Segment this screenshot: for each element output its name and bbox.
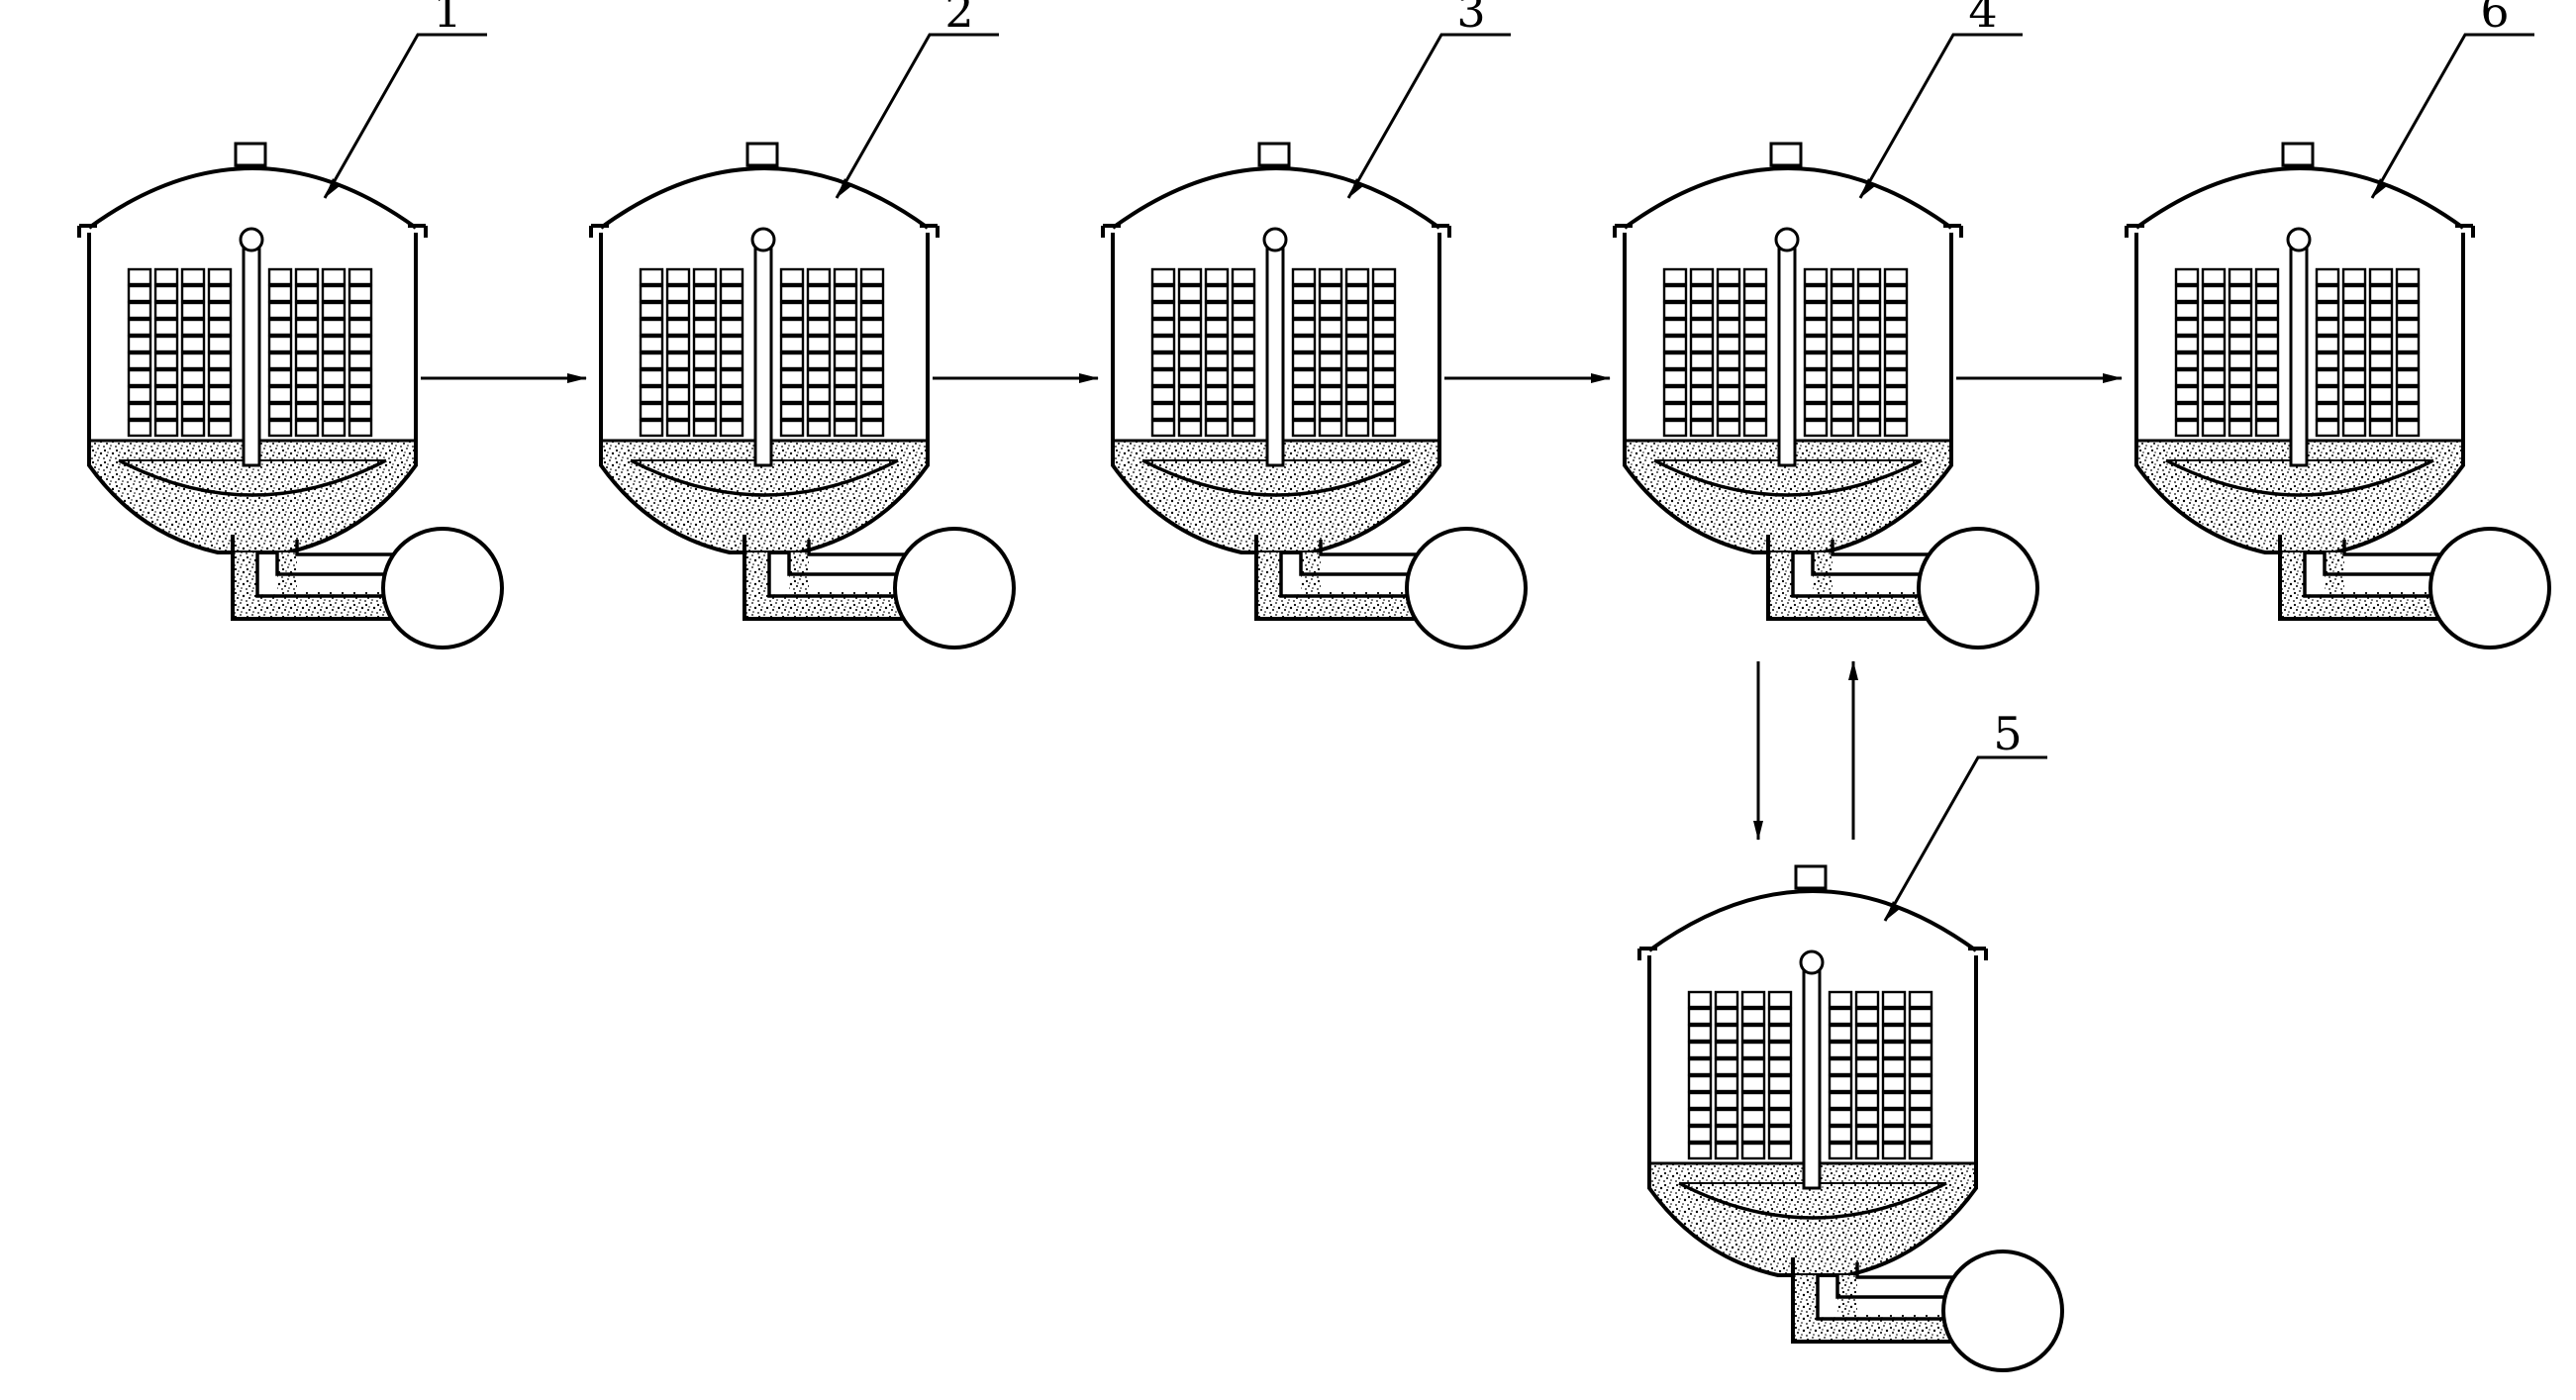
- top-nozzle: [234, 142, 267, 167]
- leader-line: [1346, 33, 1511, 199]
- vessel-lid: [2134, 166, 2465, 230]
- top-nozzle: [1794, 864, 1828, 890]
- outlet-pipe: [1766, 535, 1933, 621]
- outlet-pipe: [231, 535, 398, 621]
- rack-columns: [1687, 990, 1933, 1160]
- pump: [1941, 1250, 2064, 1372]
- central-pipe: [1777, 246, 1797, 467]
- vessel-lid: [1111, 166, 1441, 230]
- rack-columns: [127, 267, 373, 438]
- top-nozzle: [1257, 142, 1291, 167]
- inner-dish: [1678, 1181, 1947, 1220]
- top-nozzle: [2281, 142, 2315, 167]
- rack-columns: [2174, 267, 2421, 438]
- pipe-ball: [2286, 227, 2312, 252]
- rack-columns: [1662, 267, 1909, 438]
- pump: [1405, 527, 1528, 650]
- leader-line: [1858, 33, 2023, 199]
- vessel-lid: [599, 166, 930, 230]
- pipe-ball: [750, 227, 776, 252]
- leader-line: [835, 33, 999, 199]
- top-nozzle: [1769, 142, 1803, 167]
- pump: [1917, 527, 2039, 650]
- pipe-ball: [1799, 950, 1825, 975]
- vessel-label: 2: [944, 0, 973, 38]
- vessel-5: 5: [1637, 707, 2064, 1372]
- vessel-label: 1: [433, 0, 461, 38]
- vessel-3: 3: [1101, 0, 1528, 650]
- vessels: 1 2 3 4 6 5: [77, 0, 2551, 1372]
- pump: [381, 527, 504, 650]
- vessel-6: 6: [2125, 0, 2551, 650]
- inner-dish: [630, 458, 899, 497]
- vessel-label: 3: [1456, 0, 1485, 38]
- pipe-ball: [239, 227, 264, 252]
- flow-arrows: [421, 373, 2123, 841]
- leader-line: [1883, 755, 2047, 922]
- vessel-4: 4: [1613, 0, 2039, 650]
- outlet-pipe: [1791, 1257, 1958, 1344]
- rack-columns: [1150, 267, 1397, 438]
- inner-dish: [1653, 458, 1923, 497]
- central-pipe: [753, 246, 773, 467]
- central-pipe: [242, 246, 261, 467]
- vessel-lid: [1647, 889, 1978, 952]
- vessel-lid: [87, 166, 418, 230]
- vessel-label: 4: [1968, 0, 1997, 38]
- pipe-ball: [1262, 227, 1288, 252]
- central-pipe: [1265, 246, 1285, 467]
- vessel-1: 1: [77, 0, 504, 650]
- vessel-label: 5: [1993, 707, 2022, 760]
- leader-line: [323, 33, 487, 199]
- pipe-ball: [1774, 227, 1800, 252]
- pump: [893, 527, 1016, 650]
- vessel-lid: [1623, 166, 1953, 230]
- inner-dish: [118, 458, 387, 497]
- vessel-2: 2: [589, 0, 1016, 650]
- central-pipe: [1802, 968, 1822, 1190]
- rack-columns: [639, 267, 885, 438]
- inner-dish: [2165, 458, 2434, 497]
- outlet-pipe: [743, 535, 910, 621]
- outlet-pipe: [1254, 535, 1422, 621]
- pump: [2428, 527, 2551, 650]
- leader-line: [2370, 33, 2534, 199]
- outlet-pipe: [2278, 535, 2445, 621]
- inner-dish: [1141, 458, 1411, 497]
- central-pipe: [2289, 246, 2309, 467]
- top-nozzle: [745, 142, 779, 167]
- vessel-label: 6: [2480, 0, 2509, 38]
